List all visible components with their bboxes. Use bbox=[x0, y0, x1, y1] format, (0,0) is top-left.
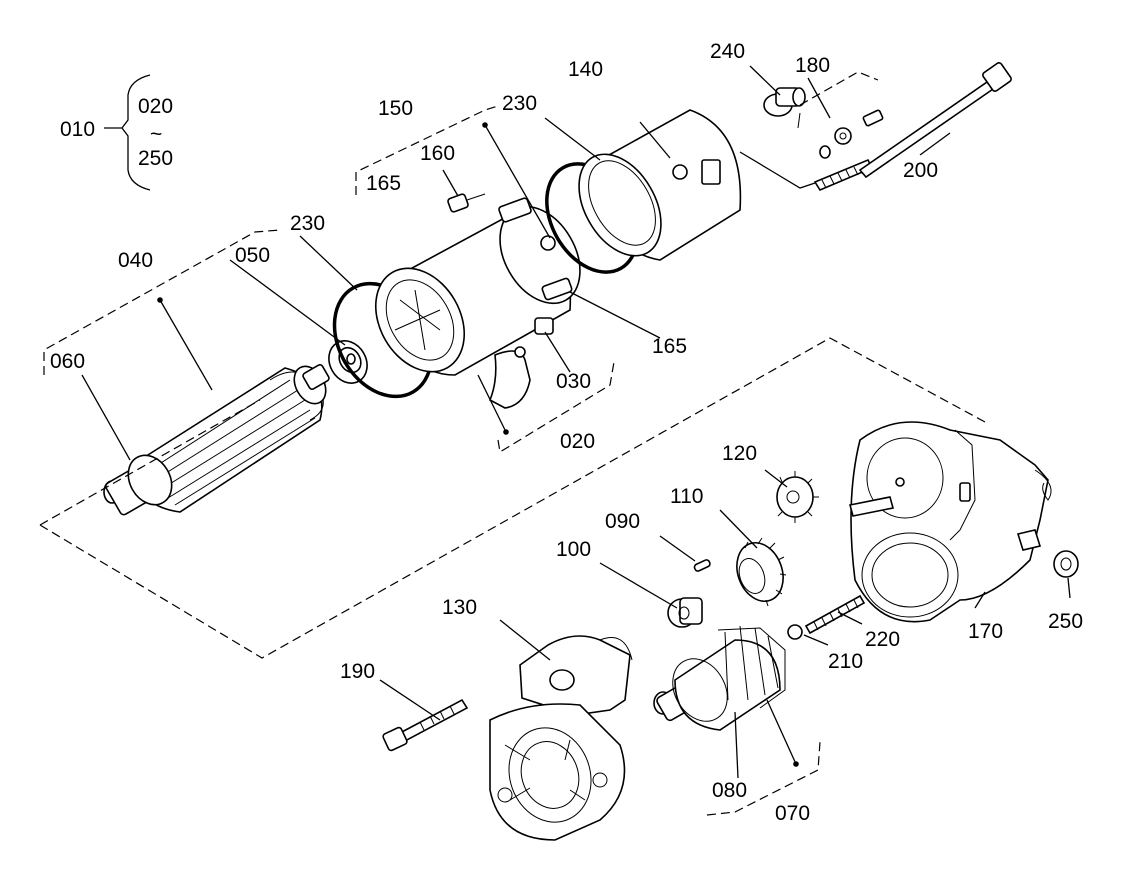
pin-090 bbox=[693, 559, 711, 572]
label-range-tilde: ~ bbox=[150, 123, 162, 146]
bearing-050 bbox=[328, 340, 368, 384]
part-labels: 010 020 ~ 250 140 240 180 150 230 160 16… bbox=[50, 40, 1083, 825]
through-bolt-200 bbox=[858, 62, 1012, 179]
label-010: 010 bbox=[60, 118, 95, 141]
label-230-top: 230 bbox=[502, 92, 537, 115]
label-180: 180 bbox=[795, 54, 830, 77]
label-200: 200 bbox=[903, 159, 938, 182]
gear-120 bbox=[776, 471, 819, 523]
bracket-040 bbox=[43, 229, 281, 391]
terminal-kit-180 bbox=[797, 109, 884, 192]
label-020-range-start: 020 bbox=[138, 95, 173, 118]
roller-100 bbox=[667, 597, 703, 628]
leader-lines bbox=[81, 65, 1071, 779]
label-050: 050 bbox=[235, 244, 270, 267]
label-190: 190 bbox=[340, 660, 375, 683]
spring-220 bbox=[804, 594, 866, 635]
bush-240 bbox=[763, 87, 806, 117]
label-100: 100 bbox=[556, 538, 591, 561]
idle-gear-110 bbox=[736, 537, 787, 607]
drive-pinion-080 bbox=[653, 625, 786, 731]
bracket-020 bbox=[355, 105, 615, 453]
label-250-range-end: 250 bbox=[138, 147, 173, 170]
label-130: 130 bbox=[442, 596, 477, 619]
armature-060 bbox=[103, 364, 330, 516]
nut-250 bbox=[1053, 550, 1079, 578]
steel-ball-210 bbox=[787, 624, 803, 640]
label-110: 110 bbox=[670, 485, 703, 508]
label-165-right: 165 bbox=[652, 335, 687, 358]
bracket-housing-group-lower bbox=[39, 399, 261, 526]
bracket-180 bbox=[739, 71, 879, 189]
label-060: 060 bbox=[50, 350, 85, 373]
label-150: 150 bbox=[378, 97, 413, 120]
bolt-190 bbox=[382, 698, 469, 752]
label-165-top: 165 bbox=[366, 172, 401, 195]
label-160: 160 bbox=[420, 142, 455, 165]
label-230-left: 230 bbox=[290, 212, 325, 235]
label-070: 070 bbox=[775, 802, 810, 825]
label-170: 170 bbox=[968, 620, 1003, 643]
label-040: 040 bbox=[118, 249, 153, 272]
bracket-070 bbox=[706, 699, 821, 816]
label-120: 120 bbox=[722, 442, 757, 465]
label-140: 140 bbox=[568, 58, 603, 81]
label-240: 240 bbox=[710, 40, 745, 63]
label-080: 080 bbox=[712, 779, 747, 802]
front-housing-130 bbox=[489, 635, 633, 841]
gear-housing-170 bbox=[849, 421, 1052, 623]
end-cover-140 bbox=[578, 109, 742, 261]
yoke-assembly-020 bbox=[374, 197, 581, 409]
group-bracket-010 bbox=[104, 74, 151, 191]
label-020: 020 bbox=[560, 430, 595, 453]
bracket-housing-group bbox=[39, 337, 986, 659]
label-250: 250 bbox=[1048, 610, 1083, 633]
label-220: 220 bbox=[865, 628, 900, 651]
label-090: 090 bbox=[605, 510, 640, 533]
label-030: 030 bbox=[556, 370, 591, 393]
label-210: 210 bbox=[828, 650, 863, 673]
brush-160 bbox=[447, 193, 486, 213]
